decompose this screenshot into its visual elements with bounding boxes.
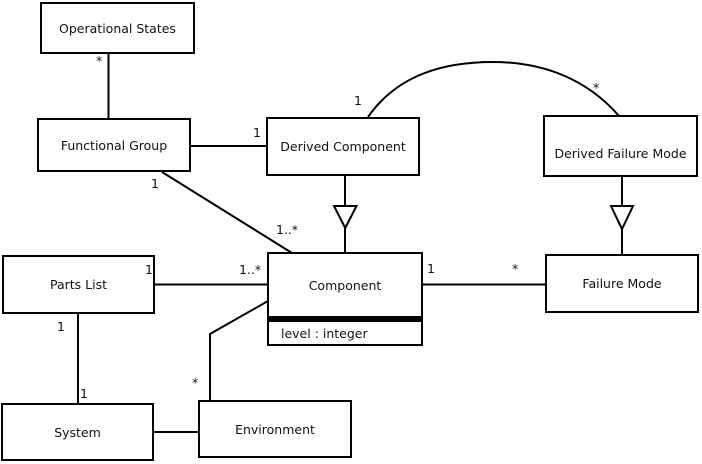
multiplicity-dc-dfm-src-label: 1 [354, 93, 362, 108]
node-label: Component [308, 277, 382, 293]
generalization-derived-failure-mode-to-failure-mode [609, 176, 635, 255]
generalization-triangle-icon [332, 205, 359, 231]
node-label: Functional Group [60, 137, 168, 153]
node-derived-component: Derived Component [266, 117, 420, 176]
multiplicity-fg-component-src-label: 1 [151, 176, 159, 191]
node-label: Operational States [59, 20, 176, 36]
edge-derived-component-derived-failure-mode-arc [367, 60, 620, 118]
node-label: Failure Mode [582, 276, 662, 291]
component-name-compartment: Component [269, 254, 421, 322]
edge-functional-group-component [161, 171, 293, 254]
multiplicity-component-failure-mode-dst-label: * [512, 261, 519, 276]
multiplicity-parts-list-component-src-label: 1 [145, 262, 153, 277]
edge-component-environment [209, 300, 269, 401]
node-environment: Environment [198, 400, 352, 458]
component-attribute: level : integer [281, 325, 368, 341]
node-system: System [1, 403, 154, 461]
node-component: Component level : integer [267, 252, 423, 346]
node-label: Derived Failure Mode [554, 145, 687, 161]
multiplicity-os-fg-label: * [96, 53, 103, 68]
node-functional-group: Functional Group [37, 118, 191, 172]
node-label: Parts List [49, 277, 107, 292]
node-failure-mode: Failure Mode [545, 254, 699, 313]
node-label: Derived Component [280, 139, 406, 154]
multiplicity-fg-component-dst-label: 1..* [276, 222, 299, 237]
multiplicity-component-failure-mode-src-label: 1 [427, 261, 435, 276]
multiplicity-dc-dfm-dst-label: * [593, 80, 600, 95]
generalization-triangle-icon [609, 205, 635, 232]
node-derived-failure-mode: Derived Failure Mode [543, 115, 698, 177]
multiplicity-parts-list-system-src-label: 1 [57, 319, 65, 334]
multiplicity-parts-list-component-dst-label: 1..* [239, 262, 262, 277]
node-label: Environment [235, 421, 315, 437]
multiplicity-parts-list-system-dst-label: 1 [80, 386, 88, 401]
multiplicity-fg-dc-label: 1 [253, 125, 261, 140]
generalization-derived-component-to-component [332, 175, 359, 253]
node-parts-list: Parts List [2, 255, 155, 314]
component-attribute-compartment: level : integer [269, 322, 421, 344]
node-label: System [54, 424, 101, 440]
node-operational-states: Operational States [40, 2, 195, 54]
multiplicity-environment-component-label: * [192, 375, 199, 390]
